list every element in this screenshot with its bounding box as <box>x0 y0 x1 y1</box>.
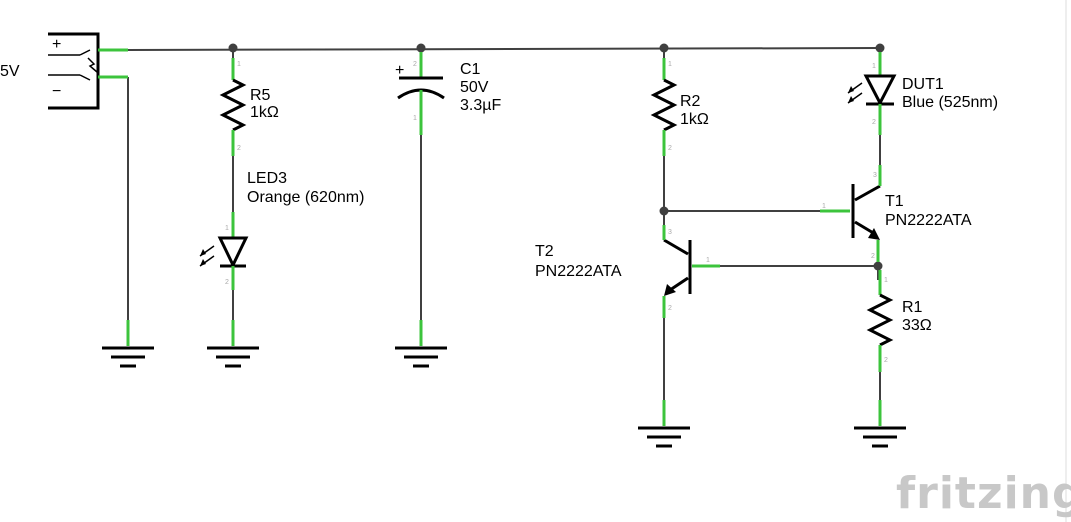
svg-text:1: 1 <box>237 61 241 68</box>
resistor-r2[interactable]: 1 2 R2 1kΩ <box>650 58 709 156</box>
r5-value-label: 1kΩ <box>250 104 279 121</box>
transistor-t1[interactable]: 3 1 2 T1 PN2222ATA <box>820 165 972 262</box>
led3-ref-label: LED3 <box>247 170 287 187</box>
svg-text:1: 1 <box>822 203 826 210</box>
resistor-r1[interactable]: 1 2 R1 33Ω <box>866 270 932 372</box>
svg-text:1: 1 <box>884 277 888 284</box>
ground-symbol <box>102 320 154 368</box>
r5-ref-label: R5 <box>250 87 271 104</box>
junctions <box>228 43 885 271</box>
svg-text:1: 1 <box>225 225 229 232</box>
c1-plus-sign: + <box>395 62 404 79</box>
svg-text:2: 2 <box>668 305 672 312</box>
source-minus-sign: − <box>52 83 61 100</box>
c1-value-label: 3.3µF <box>460 97 501 114</box>
ground-symbol <box>395 320 447 368</box>
t2-value-label: PN2222ATA <box>535 263 622 280</box>
c1-ref-label: C1 <box>460 61 481 78</box>
t2-ref-label: T2 <box>535 243 554 260</box>
svg-text:1: 1 <box>413 115 417 122</box>
t1-value-label: PN2222ATA <box>885 212 972 229</box>
r2-value-label: 1kΩ <box>680 111 709 128</box>
ground-symbol <box>854 400 906 448</box>
svg-text:2: 2 <box>872 119 876 126</box>
ground-symbol <box>638 400 690 448</box>
r2-ref-label: R2 <box>680 93 701 110</box>
svg-text:1: 1 <box>668 61 672 68</box>
capacitor-c1[interactable]: + 2 1 C1 50V 3.3µF <box>395 52 501 135</box>
svg-text:2: 2 <box>668 145 672 152</box>
t1-ref-label: T1 <box>885 193 904 210</box>
transistor-t2[interactable]: 3 1 2 T2 PN2222ATA <box>535 225 720 318</box>
resistor-r5[interactable]: 1 2 R5 1kΩ <box>219 58 279 156</box>
dut1-ref-label: DUT1 <box>902 76 944 93</box>
source-voltage-label: 5V <box>0 63 20 80</box>
svg-text:2: 2 <box>237 145 241 152</box>
svg-text:2: 2 <box>884 357 888 364</box>
c1-rating-label: 50V <box>460 79 489 96</box>
fritzing-logo: fritzing <box>896 468 1071 519</box>
power-source[interactable]: 5V + − <box>0 32 128 110</box>
svg-text:1: 1 <box>872 63 876 70</box>
svg-text:2: 2 <box>413 61 417 68</box>
svg-text:1: 1 <box>706 257 710 264</box>
led-led3[interactable]: 1 2 LED3 Orange (620nm) <box>199 170 364 290</box>
svg-text:3: 3 <box>668 229 672 236</box>
svg-text:3: 3 <box>873 172 877 179</box>
ground-symbol <box>207 320 259 368</box>
dut1-value-label: Blue (525nm) <box>902 94 998 111</box>
svg-text:2: 2 <box>225 279 229 286</box>
svg-text:2: 2 <box>871 253 875 260</box>
led3-value-label: Orange (620nm) <box>247 189 364 206</box>
source-plus-sign: + <box>52 36 61 53</box>
led-dut1[interactable]: 1 2 DUT1 Blue (525nm) <box>847 52 998 135</box>
r1-value-label: 33Ω <box>902 317 932 334</box>
r1-ref-label: R1 <box>902 299 923 316</box>
